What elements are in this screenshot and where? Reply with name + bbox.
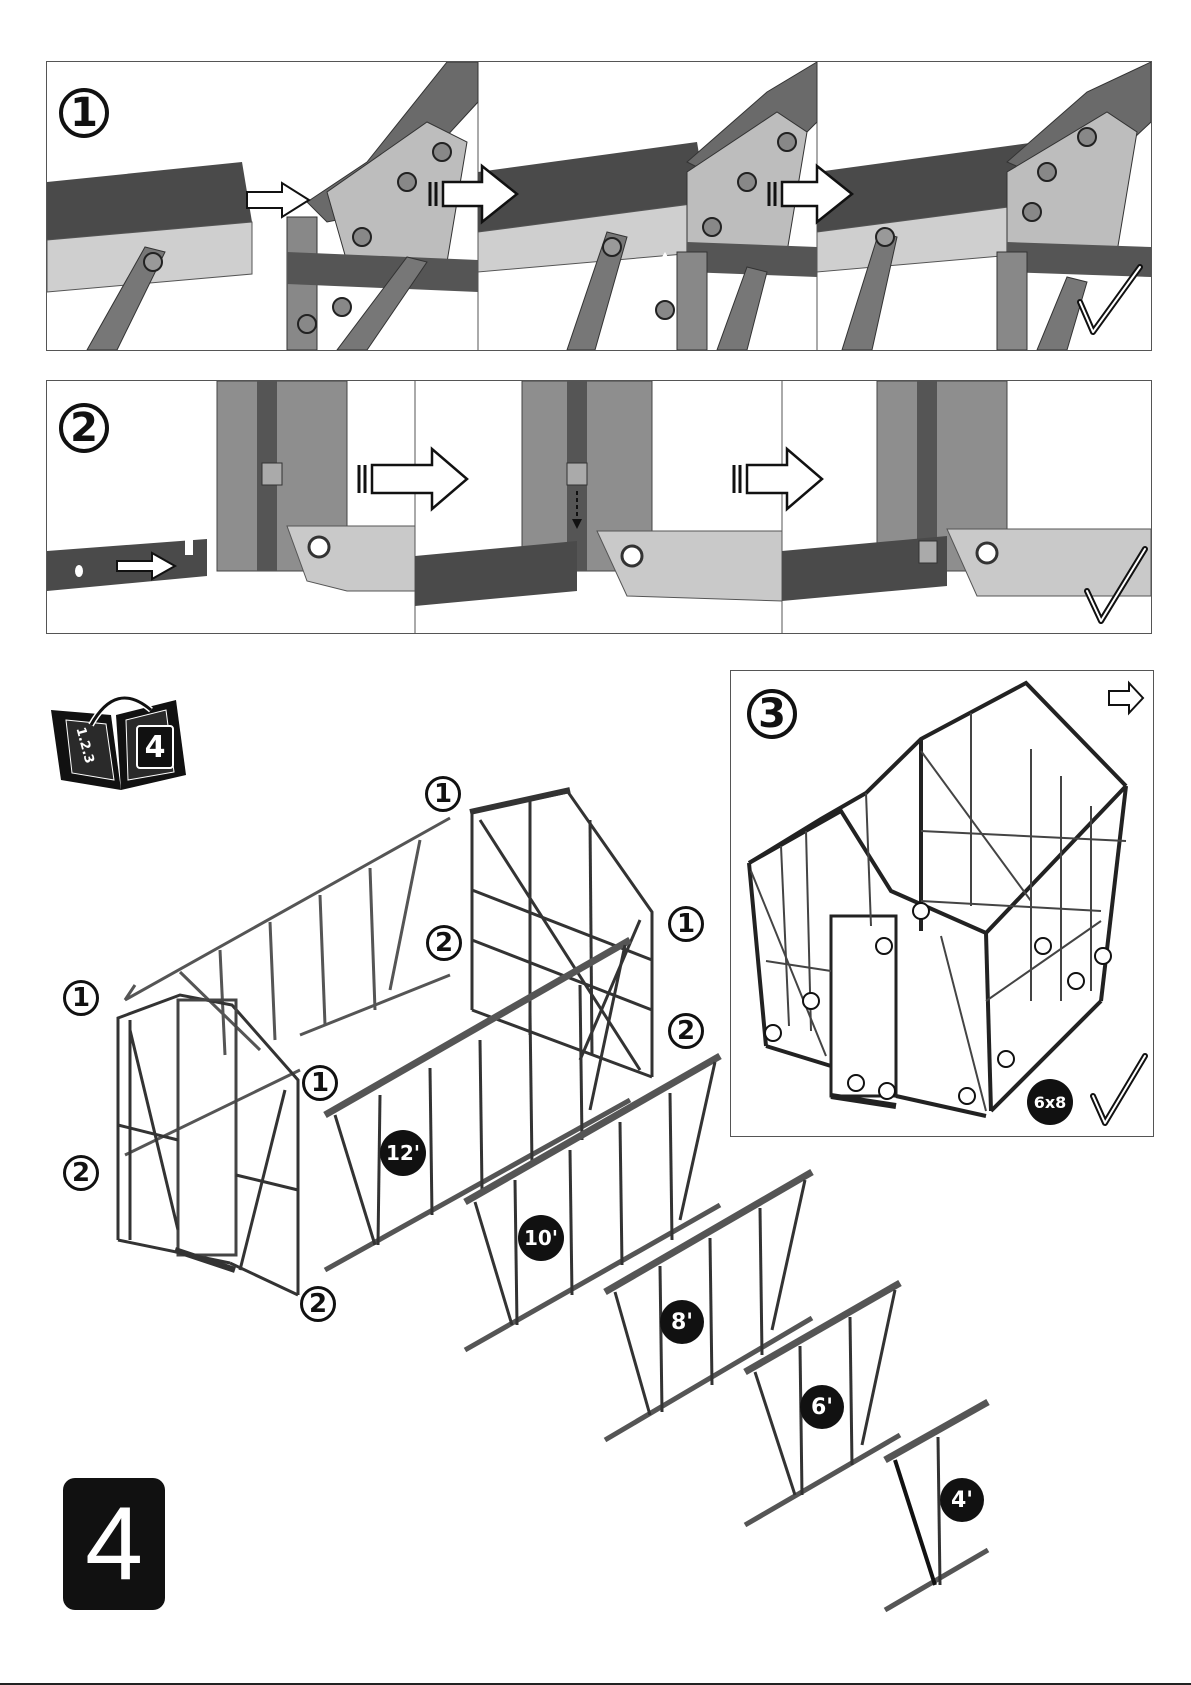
step2-illustration	[47, 381, 1151, 633]
step3-number: 3	[747, 689, 797, 739]
marker-1-back-right: 1	[668, 906, 704, 942]
right-arrow-icon	[247, 183, 309, 217]
right-arrow-icon	[359, 449, 467, 509]
marker-2-back-roof: 2	[426, 925, 462, 961]
marker-2-front-left: 2	[63, 1155, 99, 1191]
assembled-greenhouse-illustration	[731, 671, 1153, 1136]
ground-anchor-markers	[765, 903, 1111, 1104]
section-label-8ft: 8'	[660, 1300, 704, 1344]
marker-1-front-left: 1	[63, 980, 99, 1016]
marker-2-back-right: 2	[668, 1013, 704, 1049]
section-label-6ft: 6'	[800, 1385, 844, 1429]
step1-number: 1	[59, 88, 109, 138]
marker-1-section-12: 1	[302, 1065, 338, 1101]
step2-number: 2	[59, 403, 109, 453]
size-badge-6x8: 6x8	[1027, 1079, 1073, 1125]
checkmark-icon	[1093, 1056, 1145, 1123]
right-arrow-icon	[734, 449, 822, 509]
section-label-12ft: 12'	[380, 1130, 426, 1176]
right-arrow-icon	[1109, 683, 1143, 713]
section-label-4ft: 4'	[940, 1478, 984, 1522]
section-label-10ft: 10'	[518, 1215, 564, 1261]
checkmark-icon	[1080, 267, 1140, 332]
step2-panel: 2	[46, 380, 1152, 634]
step1-illustration	[47, 62, 1151, 350]
step1-panel: 1	[46, 61, 1152, 351]
marker-1-back-gable: 1	[425, 776, 461, 812]
step3-panel: 3 6x8	[730, 670, 1154, 1137]
marker-2-front-bottom: 2	[300, 1286, 336, 1322]
page-step-number: 4	[63, 1478, 165, 1610]
manual-book-label-right: 4	[136, 725, 174, 769]
manual-book-icon: 1.2.3 4	[46, 680, 186, 795]
